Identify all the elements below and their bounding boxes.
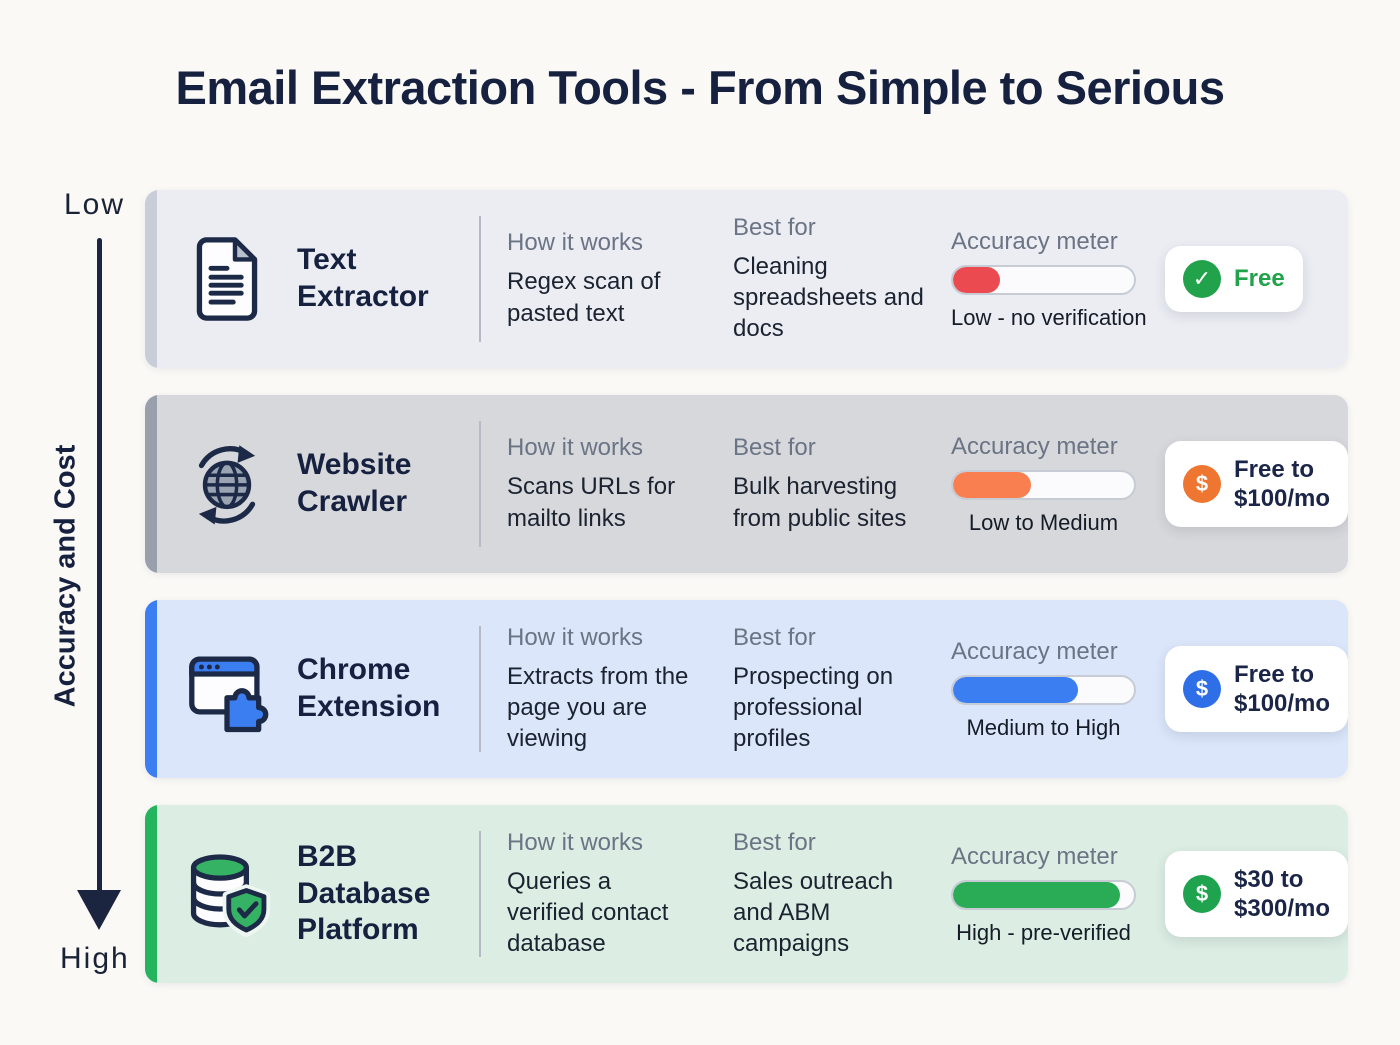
tool-card-website-crawler: Website Crawler How it works Scans URLs …: [145, 395, 1348, 573]
price-label: Free to $100/mo: [1234, 455, 1331, 512]
tool-card-b2b-database: B2B Database Platform How it works Queri…: [145, 805, 1348, 983]
tool-name: Website Crawler: [297, 448, 412, 518]
best-for-column: Best for Sales outreach and ABM campaign…: [733, 829, 935, 960]
axis-arrowhead-icon: [77, 890, 121, 930]
axis-low-label: Low: [64, 188, 126, 221]
accuracy-meter-track: [951, 879, 1136, 910]
tool-name: Text Extractor: [297, 243, 429, 313]
how-it-works-value: Regex scan of pasted text: [507, 268, 661, 327]
tool-card-list: Text Extractor How it works Regex scan o…: [145, 190, 1348, 983]
best-for-label: Best for: [733, 828, 816, 856]
accuracy-caption: Low - no verification: [951, 304, 1147, 330]
how-it-works-column: How it works Regex scan of pasted text: [507, 229, 689, 328]
column-divider: [479, 216, 481, 342]
tool-name: Chrome Extension: [297, 653, 441, 723]
card-accent-strip: [145, 600, 157, 778]
best-for-label: Best for: [733, 434, 816, 462]
price-label: Free: [1234, 265, 1285, 293]
accuracy-caption: High - pre-verified: [956, 919, 1131, 945]
card-accent-strip: [145, 805, 157, 983]
how-it-works-value: Queries a verified contact database: [507, 867, 669, 958]
tool-card-text-extractor: Text Extractor How it works Regex scan o…: [145, 190, 1348, 368]
tool-name: B2B Database Platform: [297, 840, 431, 947]
axis-title: Accuracy and Cost: [49, 444, 82, 708]
accuracy-meter-column: Accuracy meter Medium to High: [951, 638, 1141, 741]
price-label: Free to $100/mo: [1234, 660, 1331, 717]
how-it-works-label: How it works: [507, 229, 644, 257]
accuracy-meter-label: Accuracy meter: [951, 842, 1118, 870]
how-it-works-value: Scans URLs for mailto links: [507, 473, 676, 532]
accuracy-meter-fill: [953, 881, 1120, 908]
check-circle-icon: ✓: [1183, 260, 1221, 298]
price-badge: $ Free to $100/mo: [1165, 440, 1348, 528]
price-badge: $ Free to $100/mo: [1165, 645, 1348, 733]
accuracy-meter-column: Accuracy meter Low to Medium: [951, 433, 1141, 536]
best-for-label: Best for: [733, 623, 816, 651]
dollar-circle-icon: $: [1183, 465, 1221, 503]
accuracy-caption: Medium to High: [966, 714, 1121, 740]
best-for-value: Cleaning spreadsheets and docs: [733, 252, 924, 343]
how-it-works-value: Extracts from the page you are viewing: [507, 662, 689, 753]
price-badge: ✓ Free: [1165, 246, 1303, 312]
how-it-works-label: How it works: [507, 434, 644, 462]
best-for-column: Best for Cleaning spreadsheets and docs: [733, 214, 935, 345]
how-it-works-column: How it works Extracts from the page you …: [507, 624, 689, 755]
accuracy-meter-fill: [953, 266, 1001, 293]
card-accent-strip: [145, 190, 157, 368]
how-it-works-column: How it works Queries a verified contact …: [507, 829, 689, 960]
best-for-column: Best for Bulk harvesting from public sit…: [733, 434, 935, 533]
accuracy-meter-column: Accuracy meter High - pre-verified: [951, 843, 1141, 946]
dollar-circle-icon: $: [1183, 875, 1221, 913]
how-it-works-label: How it works: [507, 623, 644, 651]
accuracy-meter-track: [951, 674, 1136, 705]
axis-arrow-line: [97, 238, 102, 893]
page-title: Email Extraction Tools - From Simple to …: [175, 61, 1226, 114]
accuracy-meter-label: Accuracy meter: [951, 432, 1118, 460]
column-divider: [479, 626, 481, 752]
accuracy-meter-fill: [953, 471, 1031, 498]
document-icon: [183, 233, 271, 325]
how-it-works-column: How it works Scans URLs for mailto links: [507, 434, 689, 533]
accuracy-meter-fill: [953, 676, 1078, 703]
column-divider: [479, 421, 481, 547]
axis-high-label: High: [60, 942, 130, 975]
price-label: $30 to $300/mo: [1234, 865, 1331, 922]
dollar-circle-icon: $: [1183, 670, 1221, 708]
accuracy-caption: Low to Medium: [968, 509, 1119, 535]
accuracy-meter-track: [951, 264, 1136, 295]
tool-card-chrome-extension: Chrome Extension How it works Extracts f…: [145, 600, 1348, 778]
accuracy-meter-label: Accuracy meter: [951, 227, 1118, 255]
best-for-label: Best for: [733, 213, 816, 241]
best-for-column: Best for Prospecting on professional pro…: [733, 624, 935, 755]
accuracy-meter-track: [951, 469, 1136, 500]
column-divider: [479, 831, 481, 957]
card-accent-strip: [145, 395, 157, 573]
browser-extension-icon: [183, 645, 271, 733]
best-for-value: Prospecting on professional profiles: [733, 662, 894, 753]
accuracy-meter-label: Accuracy meter: [951, 637, 1118, 665]
globe-sync-icon: [183, 440, 271, 528]
price-badge: $ $30 to $300/mo: [1165, 850, 1348, 938]
how-it-works-label: How it works: [507, 828, 644, 856]
accuracy-meter-column: Accuracy meter Low - no verification: [951, 227, 1147, 331]
best-for-value: Sales outreach and ABM campaigns: [733, 867, 894, 958]
database-shield-icon: [183, 850, 271, 938]
best-for-value: Bulk harvesting from public sites: [733, 473, 907, 532]
